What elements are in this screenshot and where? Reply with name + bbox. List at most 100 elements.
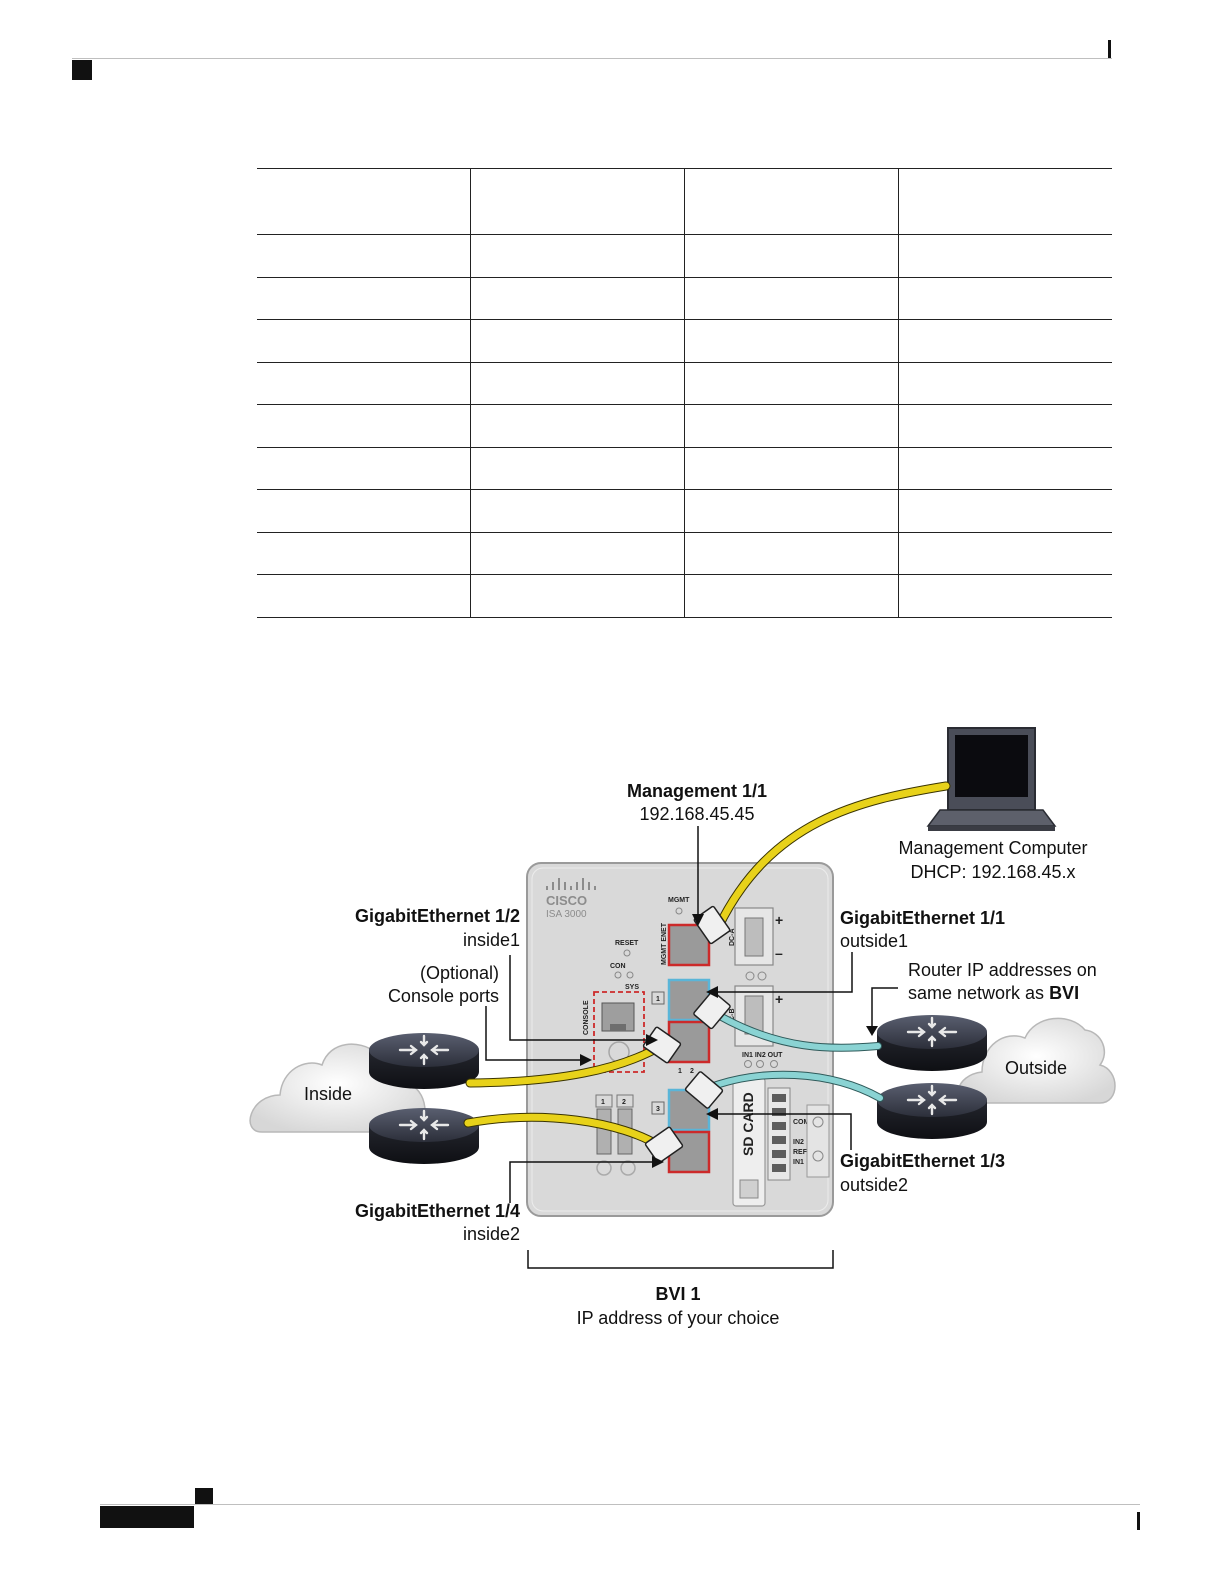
table-row [257,319,1112,363]
table-cell [897,319,1112,363]
outside-cloud [957,1017,1116,1104]
management-computer-icon [926,727,1057,831]
table-cell [683,168,898,235]
table-cell [469,234,684,278]
ge13-role: outside2 [840,1175,908,1195]
table-cell [683,319,898,363]
mgmt-plug [693,905,731,945]
ge11-plug [693,990,731,1030]
header-rule [72,58,1112,59]
con-label: CON [610,963,626,970]
ge11-name: GigabitEthernet 1/1 [840,908,1005,928]
ge14-plug [644,1126,684,1164]
table-cell [257,277,470,320]
table-cell [897,277,1112,320]
console-line1: (Optional) [420,963,499,983]
table-cell [257,362,470,405]
table-row [257,277,1112,320]
bvi-bracket [527,1250,834,1269]
dca-plus: + [775,912,783,928]
com-label: COM [793,1119,810,1126]
ge13-pointer [712,1113,852,1150]
mgmt-enet-label: MGMT ENET [661,922,668,965]
usb2-label: 2 [622,1099,626,1106]
usb1-label: 1 [601,1099,605,1106]
computer-name: Management Computer [898,838,1087,858]
table-row [257,447,1112,490]
table-cell [469,362,684,405]
table-cell [469,489,684,533]
dca-minus: – [775,945,783,961]
router-note-pointer [871,987,898,1030]
table-cell [257,574,470,618]
table-cell [683,362,898,405]
header-marker [72,60,92,80]
table-cell [469,168,684,235]
ge14-pointer [509,1161,658,1203]
table-cell [469,319,684,363]
outside-router-1-icon [875,1013,989,1073]
in-out-label: IN1 IN2 OUT [742,1052,783,1059]
footer-rule [100,1504,1140,1505]
outside-router-2-icon [875,1081,989,1141]
bvi-name: BVI 1 [655,1284,700,1304]
ge14-role: inside2 [463,1224,520,1244]
table-cell [469,574,684,618]
table-cell [897,447,1112,490]
ge12-pointer [509,955,652,1041]
table-cell [897,489,1112,533]
ge11-role: outside1 [840,931,908,951]
device-brand: CISCO [546,893,587,908]
ge13-name: GigabitEthernet 1/3 [840,1151,1005,1171]
console-vertical-label: CONSOLE [583,1000,590,1035]
mgmt-name: Management 1/1 [627,781,767,801]
ge13-plug [684,1071,724,1109]
header-tick [1108,40,1111,58]
table-cell [257,168,470,235]
table-cell [897,574,1112,618]
reset-label: RESET [615,940,639,947]
inside-cloud-label: Inside [304,1084,352,1104]
table-row [257,532,1112,575]
dc-a-label: DC-A [729,929,736,947]
table-cell [469,404,684,448]
table-cell [683,234,898,278]
table-row [257,362,1112,405]
ge11-pointer [712,952,853,993]
table-row [257,404,1112,448]
footer-tick [1137,1512,1140,1530]
mgmt-label: MGMT [668,897,690,904]
table-cell [257,404,470,448]
table-cell [469,447,684,490]
table-cell [257,447,470,490]
table-cell [469,277,684,320]
table-cell [257,532,470,575]
mgmt-ip: 192.168.45.45 [639,804,754,824]
table-cell [257,319,470,363]
inside-router-2-icon [367,1106,481,1166]
table-cell [897,168,1112,235]
table-cell [257,489,470,533]
table-cell [897,234,1112,278]
table-row [257,168,1112,235]
dc-b-label: DC-B [729,1009,736,1027]
router-note-line2: same network as BVI [908,983,1079,1003]
footer-marker [195,1488,213,1504]
table-row [257,574,1112,618]
table-cell [683,489,898,533]
sd-card-label: SD CARD [740,1092,756,1156]
router-note-line1: Router IP addresses on [908,960,1097,980]
console-line2: Console ports [388,986,499,1006]
table-cell [683,574,898,618]
device-model: ISA 3000 [546,909,587,920]
console-port-frame [593,991,645,1073]
port1-label: 1 [656,996,660,1003]
led-2: 2 [690,1068,694,1075]
led-1: 1 [678,1068,682,1075]
table-row [257,234,1112,278]
cisco-logo-icon [546,878,596,890]
table-cell [683,447,898,490]
sys-label: SYS [625,984,639,991]
bvi-desc: IP address of your choice [577,1308,780,1328]
